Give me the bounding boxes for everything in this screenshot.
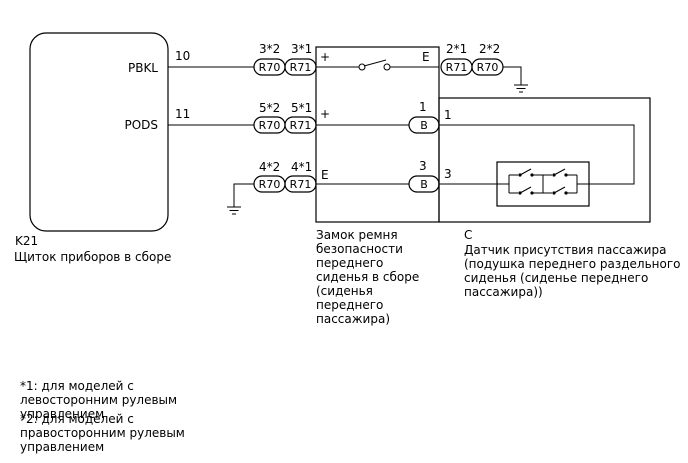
sensor-switch-matrix-icon: [497, 168, 589, 195]
conn-label-row2-a: 5*2: [259, 101, 280, 115]
k21-pin-pbkl: PBKL: [128, 61, 158, 75]
wire-sensor-loop: [439, 124, 635, 185]
connector-r71-row3-label: R71: [290, 178, 312, 191]
buckle-caption-line1: Замок ремня: [316, 228, 398, 242]
sensor-caption-line1: Датчик присутствия пассажира: [464, 243, 666, 257]
buckle-e-right: E: [422, 50, 430, 64]
sensor-box: [438, 97, 651, 223]
ground-left-icon: [227, 206, 241, 215]
conn-label-row3-a: 4*2: [259, 160, 280, 174]
k21-pin-pods: PODS: [124, 118, 158, 132]
conn-label-right-b: 2*2: [479, 42, 500, 56]
note1-line3: управлением: [20, 407, 104, 421]
buckle-plus-top: +: [320, 50, 330, 64]
buckle-pin-3: 3: [419, 159, 427, 173]
note1-line2: левосторонним рулевым: [20, 393, 177, 407]
buckle-b-label-1: B: [420, 119, 428, 132]
note1-line1: *1: для моделей с: [20, 379, 134, 393]
buckle-caption-line5: (сиденья: [316, 284, 373, 298]
buckle-caption-line4: сиденья в сборе: [316, 270, 419, 284]
connector-r71-row2-label: R71: [290, 119, 312, 132]
buckle-plus-mid: +: [320, 107, 330, 121]
k21-code: K21: [15, 234, 38, 248]
sensor-pin-3: 3: [444, 167, 452, 181]
connector-r70-row2-label: R70: [259, 119, 281, 132]
conn-label-row2-b: 5*1: [291, 101, 312, 115]
conn-label-row1-b: 3*1: [291, 42, 312, 56]
k21-pin-number-11: 11: [175, 107, 190, 121]
sensor-caption-line2: (подушка переднего раздельного: [464, 257, 681, 271]
connector-r70-right-label: R70: [477, 61, 499, 74]
note2-line1: *2: для моделей с: [20, 412, 134, 426]
connector-r71-row1-label: R71: [290, 61, 312, 74]
sensor-pin-1: 1: [444, 108, 452, 122]
k21-box: [29, 32, 169, 232]
sensor-caption-line3: сиденья (сиденье переднего: [464, 271, 648, 285]
conn-label-row3-b: 4*1: [291, 160, 312, 174]
buckle-e-bottom: E: [321, 168, 329, 182]
buckle-caption-line3: переднего: [316, 256, 383, 270]
connector-r70-row3-label: R70: [259, 178, 281, 191]
buckle-caption-line6: переднего: [316, 298, 383, 312]
buckle-caption-line7: пассажира): [316, 312, 390, 326]
wire-ground-right: [503, 66, 522, 85]
buckle-switch-icon: [316, 59, 439, 71]
buckle-b-label-3: B: [420, 178, 428, 191]
conn-label-row1-a: 3*2: [259, 42, 280, 56]
connector-r70-row1-label: R70: [259, 61, 281, 74]
buckle-caption-line2: безопасности: [316, 242, 403, 256]
k21-name: Щиток приборов в сборе: [14, 250, 171, 264]
sensor-caption-line4: пассажира)): [464, 285, 543, 299]
conn-label-right-a: 2*1: [446, 42, 467, 56]
buckle-box: [315, 46, 440, 223]
buckle-pin-1: 1: [419, 100, 427, 114]
note2-line3: управлением: [20, 440, 104, 454]
sensor-code: C: [464, 228, 472, 242]
wire-ground-left: [233, 183, 254, 207]
connector-r71-right-label: R71: [446, 61, 468, 74]
note2-line2: правосторонним рулевым: [20, 426, 185, 440]
k21-pin-number-10: 10: [175, 49, 190, 63]
ground-right-icon: [514, 84, 528, 93]
